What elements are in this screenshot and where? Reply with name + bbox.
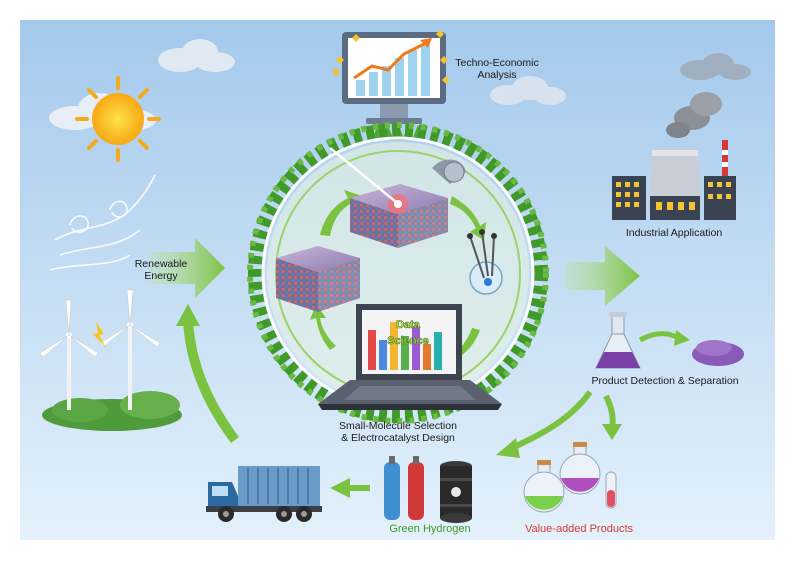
- factory-icon: [612, 92, 736, 220]
- industrial-arrow: [565, 246, 640, 306]
- truck-icon: [206, 466, 322, 522]
- chart-monitor-icon: [332, 30, 450, 124]
- arrow-head: [602, 424, 622, 440]
- techno-economic-line1: Techno-Economic: [455, 57, 539, 69]
- arrow-head: [496, 438, 520, 458]
- electrode-icon: [467, 229, 503, 295]
- arrow-head: [330, 478, 350, 498]
- catalyst-cube-icon: [276, 246, 360, 312]
- renewable-energy-label: Renewable Energy: [122, 258, 200, 282]
- products-flask-icon: [523, 442, 617, 513]
- laptop-screen-text-1: Data: [396, 319, 421, 331]
- techno-economic-line2: Analysis: [477, 69, 517, 81]
- industrial-application-label: Industrial Application: [625, 227, 723, 239]
- hydrogen-cylinder-icon: [384, 456, 472, 523]
- laptop-screen-text-2: Science: [387, 335, 429, 347]
- sun-icon: [75, 76, 161, 162]
- small-molecule-label: Small-Molecule Selection & Electrocataly…: [318, 420, 478, 444]
- renewable-energy-arrow: [150, 238, 225, 298]
- wind-turbine-icon: [39, 289, 182, 431]
- small-molecule-line2: & Electrocatalyst Design: [341, 432, 455, 444]
- powder-icon: [692, 340, 744, 366]
- cloud-icon: [158, 39, 235, 72]
- green-hydrogen-label: Green Hydrogen: [389, 523, 471, 535]
- return-arrow: [183, 319, 240, 443]
- arrow-head: [674, 330, 690, 346]
- cloud-icon: [490, 76, 566, 105]
- catalyst-cube-icon: [329, 147, 466, 248]
- cloud-icon: [680, 53, 751, 80]
- laptop-icon: [318, 304, 502, 410]
- wind-icon: [49, 174, 156, 271]
- arrow-to-hydrogen: [510, 390, 593, 451]
- small-molecule-line1: Small-Molecule Selection: [339, 420, 457, 432]
- flask-icon: [595, 312, 641, 369]
- product-detection-label: Product Detection & Separation: [591, 375, 739, 387]
- renewable-line1: Renewable: [134, 258, 188, 270]
- techno-economic-label: Techno-Economic Analysis: [452, 57, 542, 81]
- value-added-products-label: Value-added Products: [524, 523, 634, 535]
- arrow-head: [176, 304, 200, 326]
- renewable-line2: Energy: [144, 270, 178, 282]
